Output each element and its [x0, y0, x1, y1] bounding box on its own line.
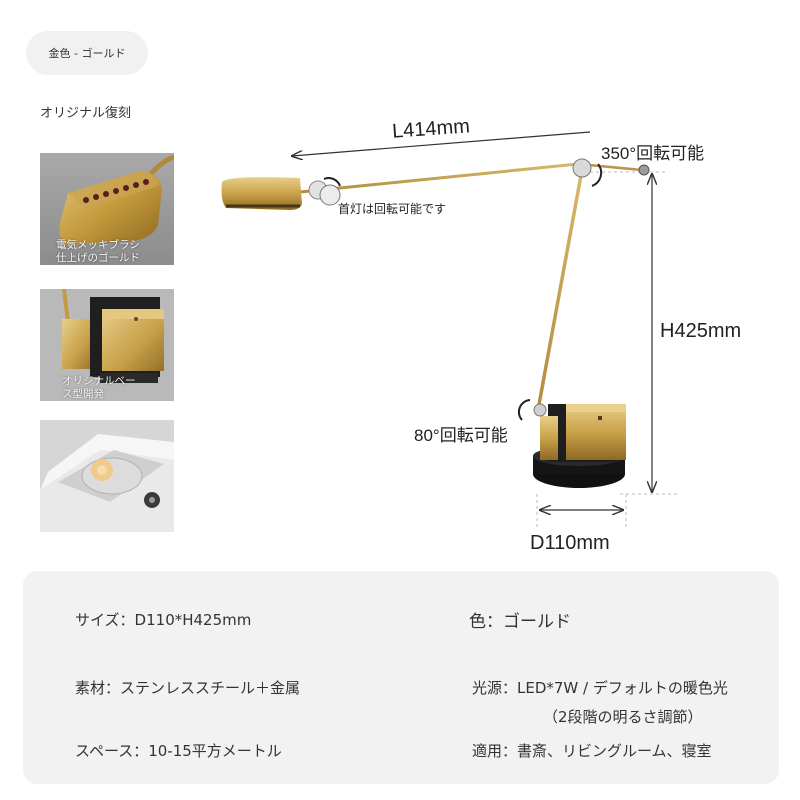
arm-joint	[572, 158, 592, 178]
led-module-image	[40, 420, 174, 532]
length-label: L414mm	[391, 115, 470, 142]
spec-material: 素材：ステンレススチール＋金属	[75, 679, 301, 697]
subtitle: オリジナル復刻	[40, 106, 132, 121]
thumbnail-caption: オリジナルベー ス型開発	[62, 375, 136, 400]
lamp-base	[533, 404, 626, 488]
specifications-panel: サイズ：D110*H425mm 色：ゴールド 素材：ステンレススチール＋金属 光…	[23, 571, 779, 784]
base-joint	[533, 403, 547, 417]
thumbnail-lamp-base[interactable]: オリジナルベー ス型開発	[40, 289, 174, 401]
arm-rotation-arrow-icon	[591, 163, 603, 187]
base-rotation-arrow-icon	[517, 399, 531, 421]
length-dimension-line	[292, 131, 591, 156]
thumbnail-caption: 電気メッキブラシ 仕上げのゴールド	[56, 239, 140, 264]
spec-color: 色：ゴールド	[469, 612, 571, 632]
head-rotation-arrow-icon	[323, 177, 341, 187]
head-rotation-label: 首灯は回転可能です	[338, 202, 446, 216]
color-option-gold[interactable]: 金色 - ゴールド	[26, 31, 148, 75]
lamp-head-image	[40, 153, 174, 265]
lamp-base-image	[40, 289, 174, 401]
lamp-head	[221, 177, 302, 210]
counterweight-knob	[638, 164, 650, 176]
depth-label: D110mm	[530, 532, 610, 554]
arm-rotation-label: 350°回転可能	[601, 144, 704, 163]
spec-light-source-note: （2段階の明るさ調節）	[543, 708, 703, 726]
spec-size: サイズ：D110*H425mm	[75, 611, 252, 629]
lamp-arm-horizontal	[299, 162, 579, 194]
head-knob	[319, 184, 341, 206]
thumbnail-led[interactable]	[40, 420, 174, 532]
height-label: H425mm	[660, 320, 741, 342]
lamp-dimension-diagram: L414mm H425mm 350°回転可能 首灯は回転可能です 80°回転可能…	[221, 115, 741, 554]
base-rotation-label: 80°回転可能	[414, 426, 508, 445]
spec-light-source: 光源：LED*7W / デフォルトの暖色光	[472, 679, 728, 697]
thumbnail-lamp-head[interactable]: 電気メッキブラシ 仕上げのゴールド	[40, 153, 174, 265]
lamp-arm-vertical	[536, 169, 584, 411]
spec-space: スペース：10-15平方メートル	[75, 742, 282, 760]
spec-usage: 適用：書斎、リビングルーム、寝室	[472, 742, 712, 760]
color-option-label: 金色 - ゴールド	[48, 47, 126, 60]
